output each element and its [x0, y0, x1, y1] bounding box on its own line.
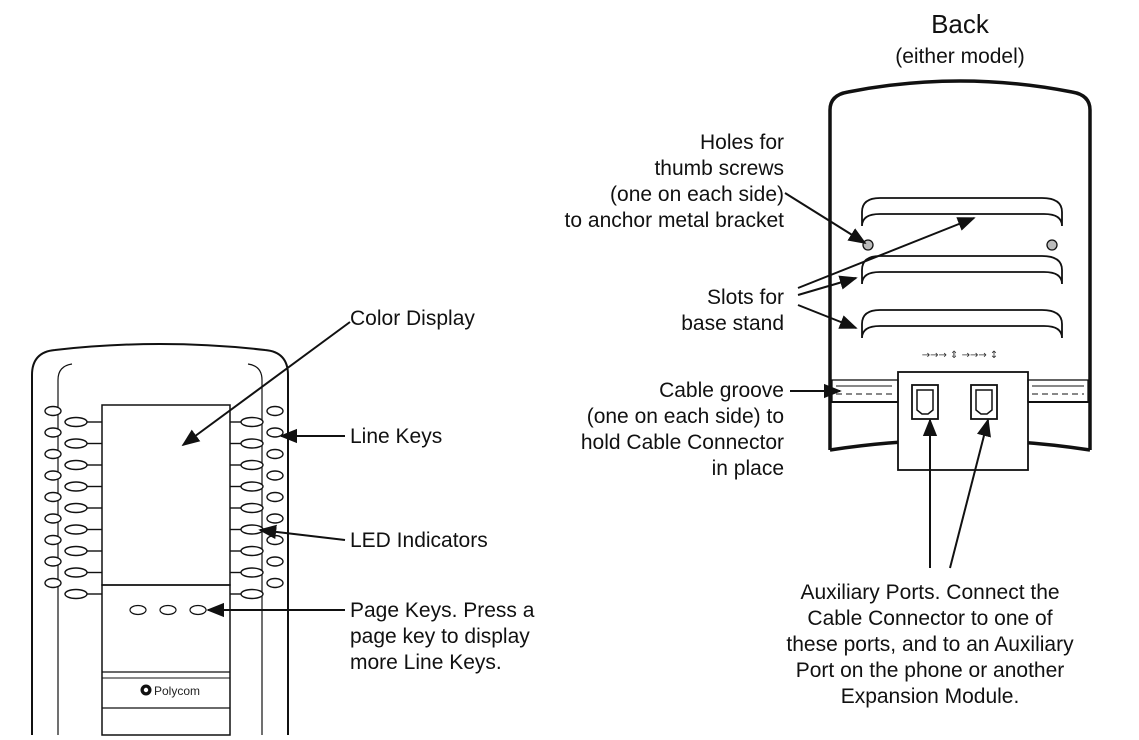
label-aux-ports: Auxiliary Ports. Connect the Cable Conne… — [735, 580, 1125, 710]
line-key — [64, 588, 88, 600]
line-key-led — [44, 405, 62, 417]
label-line-keys: Line Keys — [350, 425, 443, 448]
label-cable-groove: Cable groove (one on each side) to hold … — [480, 378, 784, 482]
leader-lines — [181, 192, 991, 618]
cable-groove-line-1: Cable groove — [659, 379, 784, 402]
line-key — [240, 502, 264, 514]
cable-groove-line-3: hold Cable Connector — [580, 431, 784, 454]
leader-color-display — [181, 321, 351, 447]
label-color-display: Color Display — [350, 307, 475, 330]
line-key-led — [44, 534, 62, 546]
line-key-led — [44, 556, 62, 567]
line-key — [64, 438, 88, 449]
line-key — [64, 502, 88, 514]
line-keys-group — [44, 405, 284, 600]
line-key — [240, 459, 264, 471]
leader-led-indicators — [258, 524, 346, 541]
holes-line-2: thumb screws — [654, 157, 784, 180]
line-key-led — [44, 470, 62, 481]
line-key — [240, 545, 264, 557]
slots-line-2: base stand — [681, 312, 784, 335]
line-key-led — [266, 470, 284, 481]
line-key-led — [266, 556, 284, 567]
holes-line-1: Holes for — [699, 131, 784, 154]
line-key-led — [266, 427, 284, 438]
line-key — [64, 567, 88, 578]
line-key-led — [44, 448, 62, 460]
label-slots: Slots for base stand — [600, 285, 784, 337]
line-key-led — [44, 491, 62, 503]
line-key-led — [266, 491, 284, 503]
line-key-led — [44, 427, 62, 438]
aux-line-4: Port on the phone or another — [795, 659, 1065, 682]
leader-slot-3 — [797, 304, 858, 329]
port-direction-markings: →→→ ⇕ →→→ ↕ — [922, 350, 999, 361]
back-title: Back — [931, 9, 989, 39]
leader-slot-2 — [797, 275, 858, 296]
leader-aux-port-2 — [949, 418, 991, 569]
logo-text: Polycom — [154, 684, 200, 698]
expansion-module-back — [828, 79, 1092, 471]
page-keys-line-2: page key to display — [350, 625, 530, 648]
line-key-led — [266, 405, 284, 417]
line-key — [240, 567, 264, 578]
aux-line-2: Cable Connector to one of — [807, 607, 1053, 630]
holes-line-3: (one on each side) — [610, 183, 784, 206]
line-key-led — [44, 513, 62, 524]
line-key-led — [266, 534, 284, 546]
line-key — [240, 416, 264, 428]
line-key-led — [266, 448, 284, 460]
line-key — [240, 524, 264, 535]
expansion-module-front — [31, 343, 289, 736]
slots-line-1: Slots for — [706, 286, 784, 309]
line-key-led — [44, 577, 62, 589]
aux-line-1: Auxiliary Ports. Connect the — [800, 581, 1060, 604]
line-key — [64, 481, 88, 492]
aux-line-3: these ports, and to an Auxiliary — [786, 633, 1074, 656]
page-keys-line-1: Page Keys. Press a — [350, 599, 535, 622]
leader-slot-1 — [797, 217, 976, 289]
line-key — [240, 481, 264, 492]
page-keys-line-3: more Line Keys. — [350, 651, 502, 674]
polycom-logo: Polycom — [140, 684, 200, 698]
back-subtitle: (either model) — [895, 45, 1025, 68]
line-key-led — [266, 513, 284, 524]
label-led-indicators: LED Indicators — [350, 529, 488, 552]
line-key-led — [266, 577, 284, 589]
cable-groove-line-2: (one on each side) to — [586, 405, 784, 428]
line-key — [64, 459, 88, 471]
cable-groove-line-4: in place — [711, 457, 784, 480]
line-key — [240, 588, 264, 600]
label-holes: Holes for thumb screws (one on each side… — [480, 130, 784, 234]
line-key — [64, 524, 88, 535]
line-key — [64, 416, 88, 428]
aux-line-5: Expansion Module. — [840, 685, 1020, 708]
line-key — [240, 438, 264, 449]
holes-line-4: to anchor metal bracket — [564, 209, 784, 232]
line-key — [64, 545, 88, 557]
label-page-keys: Page Keys. Press a page key to display m… — [350, 598, 534, 676]
leader-holes — [784, 192, 867, 244]
